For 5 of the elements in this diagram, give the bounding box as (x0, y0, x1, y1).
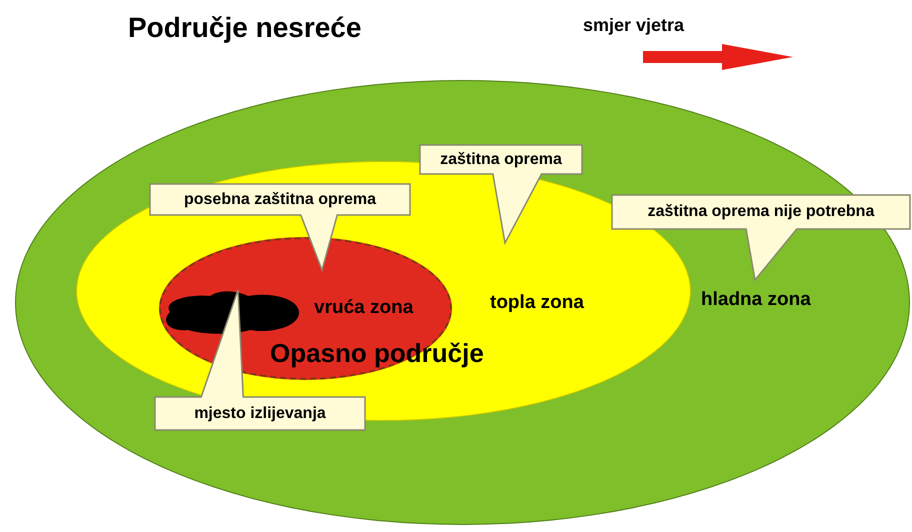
zone-label: vruća zona (314, 297, 414, 319)
title: Područje nesreće (128, 12, 362, 44)
zone-label: topla zona (490, 292, 584, 314)
wind-label: smjer vjetra (583, 15, 684, 36)
zone-label: hladna zona (701, 289, 811, 311)
